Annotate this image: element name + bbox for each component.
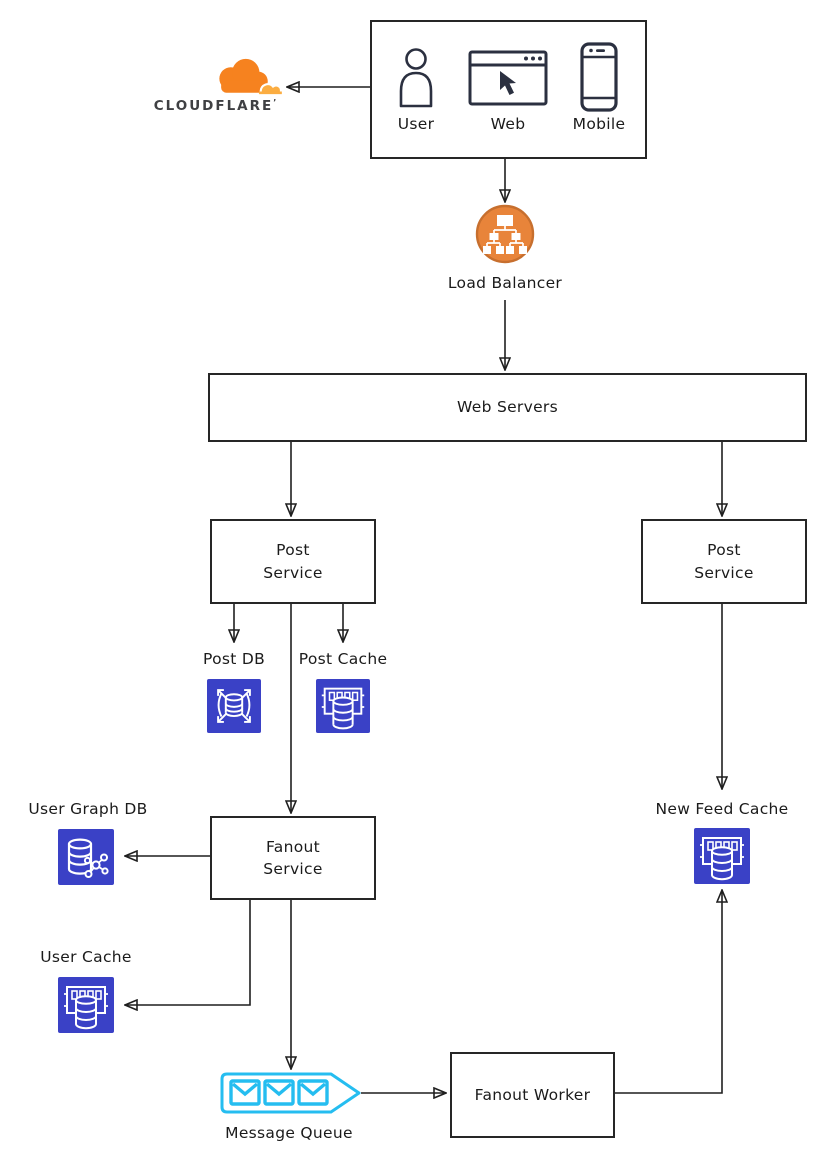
- cloudflare-logo-icon: [219, 58, 283, 95]
- user-graph-db-icon: [58, 829, 114, 885]
- envelope-icon: [263, 1079, 295, 1106]
- post-db-label: Post DB: [202, 650, 266, 668]
- load-balancer-label: Load Balancer: [447, 274, 563, 292]
- edge-fanoutservice-to-usercache: [127, 896, 251, 1005]
- message-queue-icon: [220, 1072, 361, 1114]
- post-service-right-label: Post Service: [694, 541, 754, 582]
- post-service-left-box: Post Service: [210, 519, 376, 604]
- new-feed-cache-label: New Feed Cache: [655, 800, 789, 818]
- browser-icon: [468, 50, 548, 106]
- cloudflare-wordmark: CLOUDFLARE’: [153, 98, 277, 114]
- mobile-label: Mobile: [572, 115, 626, 133]
- edge-fanoutworker-to-newfeedcache: [611, 892, 722, 1094]
- fanout-service-box: Fanout Service: [210, 816, 376, 900]
- user-cache-label: User Cache: [40, 948, 132, 966]
- web-servers-box: Web Servers: [208, 373, 807, 442]
- user-icon: [399, 48, 433, 108]
- post-cache-icon: [316, 679, 370, 733]
- fanout-worker-label: Fanout Worker: [474, 1085, 591, 1104]
- envelope-icon: [297, 1079, 329, 1106]
- post-service-left-label: Post Service: [263, 541, 323, 582]
- envelope-icon: [229, 1079, 261, 1106]
- load-balancer-icon: [475, 204, 535, 264]
- fanout-worker-box: Fanout Worker: [450, 1052, 615, 1138]
- post-db-icon: [207, 679, 261, 733]
- web-servers-label: Web Servers: [457, 398, 558, 417]
- fanout-service-label: Fanout Service: [263, 837, 323, 878]
- user-cache-icon: [58, 977, 114, 1033]
- message-queue-label: Message Queue: [225, 1124, 353, 1142]
- user-label: User: [397, 115, 435, 133]
- new-feed-cache-icon: [694, 828, 750, 884]
- post-cache-label: Post Cache: [298, 650, 388, 668]
- post-service-right-box: Post Service: [641, 519, 807, 604]
- web-label: Web: [490, 115, 526, 133]
- user-graph-db-label: User Graph DB: [28, 800, 148, 818]
- mobile-icon: [580, 42, 618, 112]
- clients-box: User Web Mobile: [370, 20, 647, 159]
